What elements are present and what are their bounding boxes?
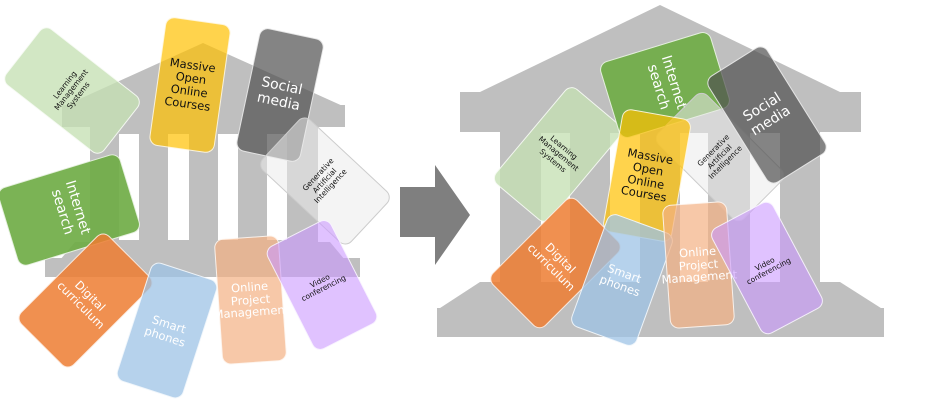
card-label: Smart phones [143, 311, 188, 350]
card-label: Internet search [47, 178, 94, 237]
card-label: Video conferencing [299, 271, 348, 304]
card-label: Smart phones [597, 261, 644, 300]
card-label: Video conferencing [745, 254, 793, 287]
card-label: Learning Management Systems [51, 67, 92, 113]
card-label: Online Project Management [213, 278, 290, 323]
card-label: Digital curriculum [54, 277, 109, 332]
card-label: Digital curriculum [524, 239, 579, 294]
card-label: Massive Open Online Courses [163, 55, 217, 114]
card-label: Generative Artificial Intelligence [300, 156, 349, 206]
card-label: Social media [740, 89, 794, 140]
card-label: Learning Management Systems [536, 133, 581, 175]
card-label: Social media [255, 74, 304, 115]
card-label: Massive Open Online Courses [619, 145, 675, 205]
right-arrow-icon [400, 165, 470, 265]
card-online-project-management: Online Project Management [661, 200, 738, 330]
